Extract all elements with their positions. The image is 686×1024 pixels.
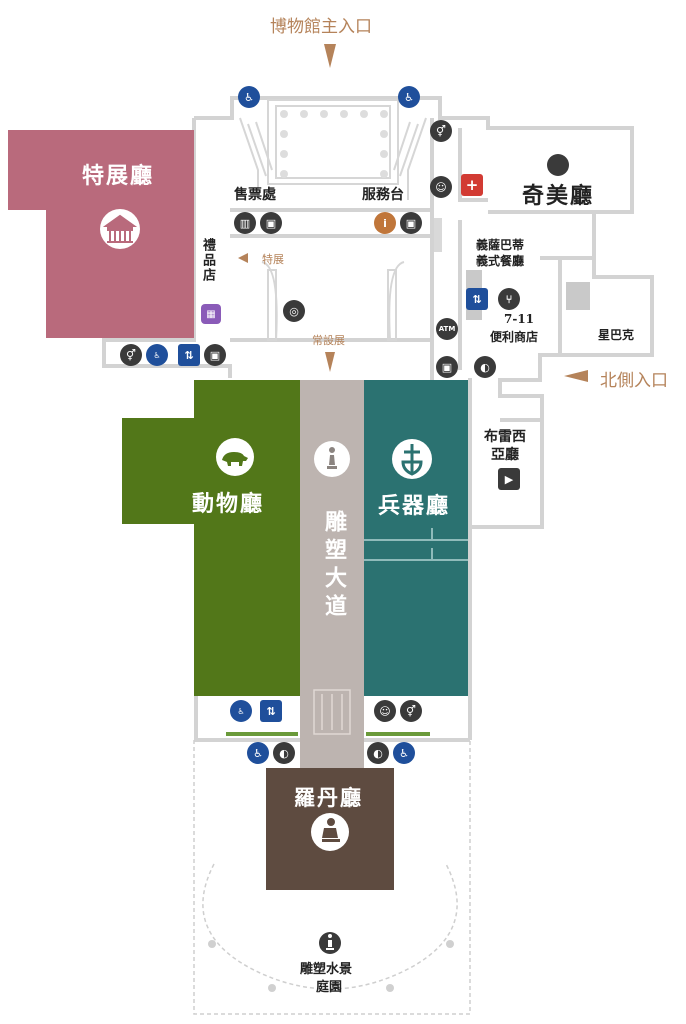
gift-shop-label: 禮品店 bbox=[200, 238, 215, 283]
weapon-hall-label: 兵器廳 bbox=[378, 493, 451, 519]
portico-columns bbox=[280, 110, 388, 178]
ticket-office-label: 售票處 bbox=[234, 187, 276, 203]
avenue-stairs bbox=[313, 689, 351, 735]
starbucks-label: 星巴克 bbox=[598, 328, 635, 342]
sculpture-avenue-label: 雕塑大道 bbox=[321, 510, 347, 622]
weapon-hall-partitions bbox=[364, 528, 468, 561]
special-hall-label: 特展廳 bbox=[82, 163, 155, 189]
ticket-machine-icon: ▥ bbox=[234, 212, 256, 234]
locker-icon: ▣ bbox=[400, 212, 422, 234]
seven-eleven-label-1: 7-11 bbox=[504, 312, 535, 326]
garden-label-2: 庭園 bbox=[316, 980, 343, 995]
nursing-room-icon: ☺ bbox=[430, 176, 452, 198]
elevator-icon: ⇅ bbox=[178, 344, 200, 366]
restroom-icon: ⚥ bbox=[430, 120, 452, 142]
north-entrance-label: 北側入口 bbox=[600, 371, 668, 391]
building-walls bbox=[102, 96, 654, 742]
restroom-icon: ⚥ bbox=[120, 344, 142, 366]
hall-animal[interactable] bbox=[122, 380, 300, 696]
accessible-elevator-icon: ♿ bbox=[247, 742, 269, 764]
italian-restaurant-label-2: 義式餐廳 bbox=[476, 254, 525, 268]
chimei-hall-label: 奇美廳 bbox=[522, 183, 595, 209]
main-entrance-label: 博物館主入口 bbox=[270, 17, 372, 37]
first-aid-icon: + bbox=[461, 174, 483, 196]
main-entrance-arrow bbox=[324, 44, 336, 68]
locker-icon: ▣ bbox=[436, 356, 458, 378]
garden-outline bbox=[193, 740, 471, 1015]
museum-building-glyph bbox=[102, 214, 138, 243]
sculpture-glyph bbox=[327, 447, 337, 469]
green-strip-right bbox=[366, 732, 430, 736]
italian-restaurant-label-1: 義薩巴蒂 bbox=[476, 238, 525, 252]
atm-icon: ATM bbox=[436, 318, 458, 340]
restaurant-icon: ⑂ bbox=[498, 288, 520, 310]
green-strip-left bbox=[226, 732, 298, 736]
audio-guide-icon: ◎ bbox=[283, 300, 305, 322]
info-icon: i bbox=[374, 212, 396, 234]
special-route-arrow bbox=[238, 253, 248, 263]
drinking-fountain-icon: ◐ bbox=[474, 356, 496, 378]
sword-shield-glyph bbox=[401, 444, 423, 476]
gift-icon: ▦ bbox=[201, 304, 221, 324]
service-desk-label: 服務台 bbox=[362, 187, 404, 203]
locker-icon: ▣ bbox=[260, 212, 282, 234]
thinker-glyph bbox=[322, 818, 340, 842]
seven-eleven-label-2: 便利商店 bbox=[490, 330, 539, 344]
garden-label-1: 雕塑水景 bbox=[300, 962, 353, 977]
north-entrance-arrow bbox=[564, 370, 588, 382]
elevator-icon: ⇅ bbox=[260, 700, 282, 722]
escalator-block bbox=[434, 218, 442, 252]
special-route-label: 特展 bbox=[262, 253, 284, 266]
rodin-hall-label: 羅丹廳 bbox=[294, 785, 363, 810]
accessible-elevator-icon: ♿ bbox=[398, 86, 420, 108]
garden-sculpture-glyph bbox=[326, 934, 334, 950]
locker-icon: ▣ bbox=[204, 344, 226, 366]
counter-block-2 bbox=[566, 282, 590, 310]
permanent-route-arrow bbox=[325, 352, 335, 372]
accessible-toilet-icon: ♿ bbox=[146, 344, 168, 366]
video-icon: ▶ bbox=[498, 468, 520, 490]
accessible-toilet-icon: ♿ bbox=[230, 700, 252, 722]
permanent-route-label: 常設展 bbox=[312, 334, 345, 347]
accessible-elevator-icon: ♿ bbox=[238, 86, 260, 108]
bear-glyph bbox=[222, 452, 248, 466]
animal-hall-label: 動物廳 bbox=[192, 491, 265, 517]
accessible-elevator-icon: ♿ bbox=[393, 742, 415, 764]
chimei-icon bbox=[547, 154, 569, 176]
brazil-hall-label: 布雷西亞廳 bbox=[484, 429, 526, 463]
hall-weapon[interactable] bbox=[364, 380, 468, 696]
drinking-fountain-icon: ◐ bbox=[367, 742, 389, 764]
elevator-icon: ⇅ bbox=[466, 288, 488, 310]
portico-stairs bbox=[239, 99, 427, 341]
nursing-room-icon: ☺ bbox=[374, 700, 396, 722]
restroom-icon: ⚥ bbox=[400, 700, 422, 722]
drinking-fountain-icon: ◐ bbox=[273, 742, 295, 764]
garden-lamps bbox=[208, 940, 454, 992]
